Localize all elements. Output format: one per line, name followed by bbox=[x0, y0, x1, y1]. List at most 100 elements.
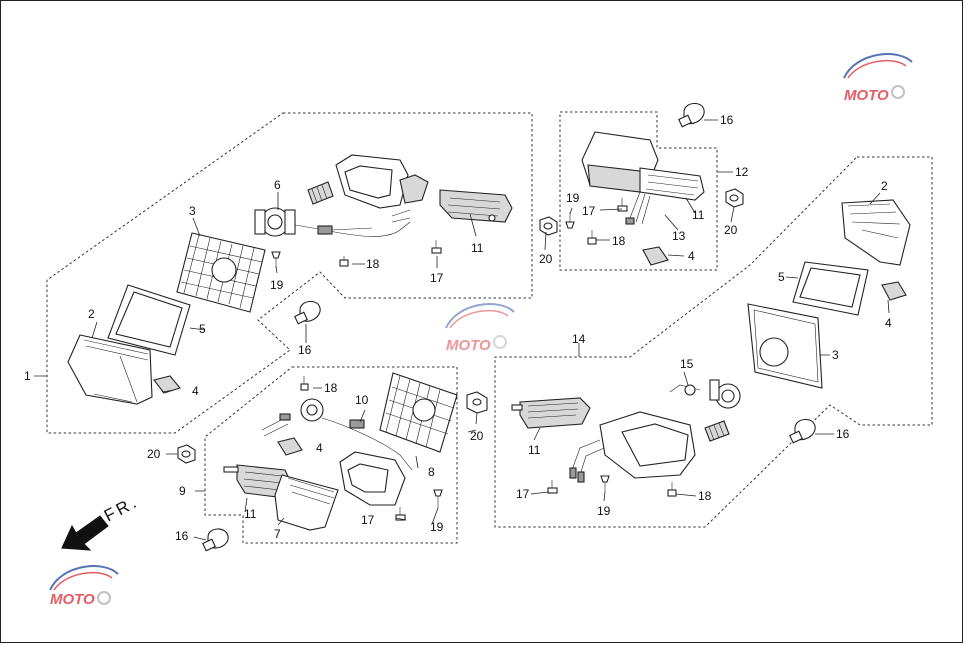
callout-20: 20 bbox=[470, 429, 484, 443]
screw-19d bbox=[600, 475, 610, 492]
callout-6: 6 bbox=[274, 178, 281, 192]
nut-4c bbox=[642, 246, 669, 266]
callout-12: 12 bbox=[735, 165, 749, 179]
callout-16: 16 bbox=[175, 529, 189, 543]
callout-18: 18 bbox=[698, 489, 712, 503]
rear-lens-left bbox=[67, 334, 153, 405]
callout-14: 14 bbox=[572, 332, 586, 346]
watermark-text: MOTO bbox=[50, 591, 95, 608]
screw-17c bbox=[617, 198, 628, 212]
screw-18a bbox=[339, 256, 349, 267]
lens-gasket-left bbox=[107, 284, 191, 356]
callout-10: 10 bbox=[355, 393, 369, 407]
callout-7: 7 bbox=[274, 527, 281, 541]
bulb-16d bbox=[789, 418, 816, 444]
screw-19a bbox=[271, 251, 281, 268]
front-lens-left bbox=[274, 474, 339, 531]
callout-20: 20 bbox=[724, 223, 738, 237]
spring-coil-d bbox=[704, 420, 730, 442]
group-outline-left-rear bbox=[46, 112, 533, 434]
screw-19c bbox=[565, 212, 575, 229]
callout-8: 8 bbox=[428, 465, 435, 479]
callout-3: 3 bbox=[189, 204, 196, 218]
wire-leads-b bbox=[261, 413, 291, 437]
watermark-logo: MOTO bbox=[843, 53, 913, 104]
callout-17: 17 bbox=[582, 204, 596, 218]
signal-assembly-rear-right bbox=[581, 131, 705, 225]
watermark-text: MOTO bbox=[844, 87, 889, 104]
callout-18: 18 bbox=[324, 381, 338, 395]
callout-19: 19 bbox=[430, 520, 444, 534]
callout-4: 4 bbox=[885, 316, 892, 330]
reflector-grille-left bbox=[176, 232, 266, 313]
callout-15: 15 bbox=[680, 357, 694, 371]
group-outline-right-rear bbox=[559, 111, 718, 271]
callout-19: 19 bbox=[270, 278, 284, 292]
nut-20d bbox=[725, 188, 744, 208]
callout-20: 20 bbox=[539, 252, 553, 266]
screw-18d bbox=[667, 482, 677, 497]
callout-4: 4 bbox=[688, 249, 695, 263]
callout-16: 16 bbox=[720, 113, 734, 127]
nut-4b bbox=[277, 437, 303, 456]
nut-20a bbox=[466, 391, 488, 414]
callout-5: 5 bbox=[778, 270, 785, 284]
front-grille-left bbox=[379, 372, 458, 453]
rear-lens-right bbox=[841, 199, 911, 266]
lens-gasket-right bbox=[792, 261, 869, 316]
group-outline-right-front bbox=[494, 156, 933, 528]
callout-18: 18 bbox=[612, 234, 626, 248]
screw-18c bbox=[587, 230, 597, 245]
screw-18b bbox=[300, 376, 309, 391]
relay-a bbox=[439, 189, 513, 223]
reflector-right bbox=[747, 303, 823, 389]
harness-wire-a bbox=[317, 209, 411, 235]
callout-18: 18 bbox=[366, 257, 380, 271]
watermark-text: MOTO bbox=[446, 337, 491, 354]
screw-19b bbox=[433, 489, 443, 508]
callout-2: 2 bbox=[881, 179, 888, 193]
gear-icon bbox=[97, 591, 111, 605]
callout-11: 11 bbox=[471, 241, 484, 255]
callout-4: 4 bbox=[192, 384, 199, 398]
screw-17b bbox=[395, 507, 406, 521]
signal-housing-right bbox=[569, 411, 696, 483]
watermark-logo: MOTO bbox=[445, 303, 515, 354]
signal-housing-a bbox=[335, 154, 429, 209]
nut-20c bbox=[539, 216, 558, 236]
callout-3: 3 bbox=[832, 348, 839, 362]
gear-icon bbox=[493, 335, 507, 349]
callout-17: 17 bbox=[361, 513, 375, 527]
callout-16: 16 bbox=[298, 343, 312, 357]
callout-13: 13 bbox=[672, 229, 686, 243]
screw-17a bbox=[431, 240, 442, 254]
screw-17d bbox=[547, 480, 558, 494]
callout-16: 16 bbox=[836, 427, 850, 441]
callout-11: 11 bbox=[528, 443, 541, 457]
group-outline-left-front bbox=[204, 366, 458, 544]
bulb-16b bbox=[294, 300, 321, 325]
bulb-16a bbox=[678, 102, 705, 128]
stay-bracket-left bbox=[254, 207, 411, 237]
callout-1: 1 bbox=[24, 369, 31, 383]
bulb-16c bbox=[202, 528, 229, 552]
callout-19: 19 bbox=[597, 504, 611, 518]
relay-d bbox=[511, 397, 591, 429]
callout-2: 2 bbox=[88, 307, 95, 321]
signal-housing-front bbox=[339, 451, 406, 506]
gear-icon bbox=[891, 85, 905, 99]
nut-4a bbox=[153, 375, 181, 394]
callout-20: 20 bbox=[147, 447, 161, 461]
nut-20b bbox=[177, 444, 196, 464]
callout-11: 11 bbox=[692, 208, 705, 222]
callout-4: 4 bbox=[316, 441, 323, 455]
forward-label: FR. bbox=[101, 492, 142, 526]
nut-4d bbox=[881, 281, 907, 301]
callout-5: 5 bbox=[199, 322, 206, 336]
callout-17: 17 bbox=[516, 487, 530, 501]
spring-coil-a bbox=[307, 181, 334, 205]
forward-arrow-icon bbox=[61, 515, 109, 551]
